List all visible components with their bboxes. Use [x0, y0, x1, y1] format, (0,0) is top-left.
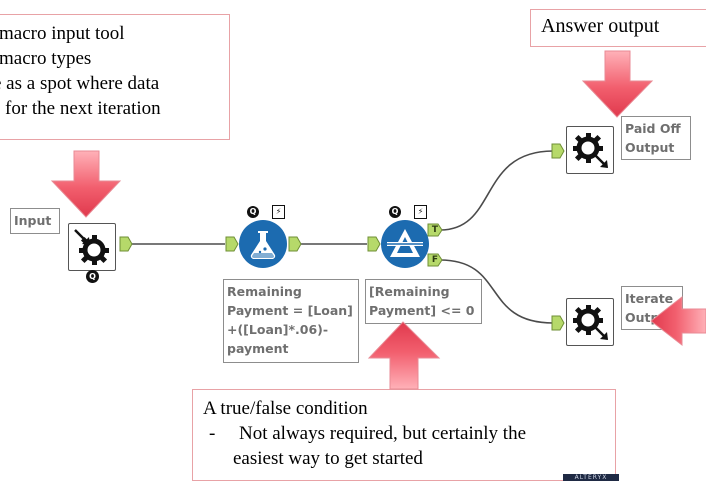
formula-q-badge: Q [247, 206, 259, 218]
q-badge-text: Q [249, 207, 257, 216]
condition-callout-title: A true/false condition [203, 398, 368, 419]
anchor-macro-out [119, 236, 133, 252]
arrow-down-macro-input [50, 150, 122, 218]
callout-line: e as a spot where data [0, 73, 160, 94]
filter-q-badge: Q [389, 206, 401, 218]
bullet-text-line1: Not always required, but certainly the [239, 423, 527, 444]
alteryx-watermark: ALTERYX [563, 474, 619, 481]
anchor-false-label: F [431, 255, 439, 265]
filter-tool[interactable] [381, 220, 429, 268]
answer-output-callout: Answer output [530, 9, 706, 47]
formula-label: Remaining Payment = [Loan] +([Loan]*.06)… [223, 279, 359, 363]
paid-off-output-label: Paid Off Output [621, 116, 691, 160]
condition-callout-bullet: - Not always required, but certainly the [203, 421, 615, 446]
anchor-false [427, 253, 443, 267]
macro-output-gear-icon [573, 133, 608, 168]
formula-lightning-badge: ⚡ [272, 205, 285, 219]
arrow-down-answer [581, 50, 654, 118]
macro-input-q-badge: Q [86, 270, 99, 283]
callout-line: macro input tool [0, 23, 125, 44]
anchor-formula-in [225, 236, 239, 252]
bullet-dash: - [209, 423, 216, 444]
paid-off-output-tool[interactable] [566, 126, 614, 174]
input-label: Input [10, 208, 60, 234]
anchor-formula-out [288, 236, 302, 252]
q-badge-text: Q [89, 272, 96, 281]
condition-callout: A true/false condition - Not always requ… [192, 389, 616, 481]
callout-line: for the next iteration [5, 98, 161, 119]
arrow-left-iterate [650, 295, 706, 347]
macro-input-gear-icon [74, 229, 109, 265]
anchor-true [427, 223, 443, 237]
q-badge-text: Q [391, 207, 399, 216]
arrow-up-filter [367, 321, 441, 390]
filter-label: [Remaining Payment] <= 0 [365, 279, 482, 324]
macro-input-callout: macro input tool macro types e as a spot… [0, 14, 230, 140]
lightning-icon: ⚡ [417, 207, 424, 216]
flask-icon [250, 231, 276, 260]
callout-line: macro types [0, 48, 92, 69]
bullet-text-line2: easiest way to get started [233, 448, 423, 469]
anchor-true-label: T [431, 225, 439, 235]
connector-false-iterate [439, 259, 554, 324]
anchor-iterate-in [551, 315, 565, 331]
lightning-icon: ⚡ [275, 207, 282, 216]
macro-input-tool[interactable] [68, 223, 116, 271]
formula-tool[interactable] [239, 220, 287, 268]
iterate-output-tool[interactable] [566, 298, 614, 346]
macro-output-gear-icon [573, 305, 608, 340]
filter-triangle-icon [387, 229, 423, 257]
connector-true-paid [439, 150, 554, 231]
anchor-paid-in [551, 143, 565, 159]
anchor-filter-in [367, 236, 381, 252]
filter-lightning-badge: ⚡ [414, 205, 427, 219]
